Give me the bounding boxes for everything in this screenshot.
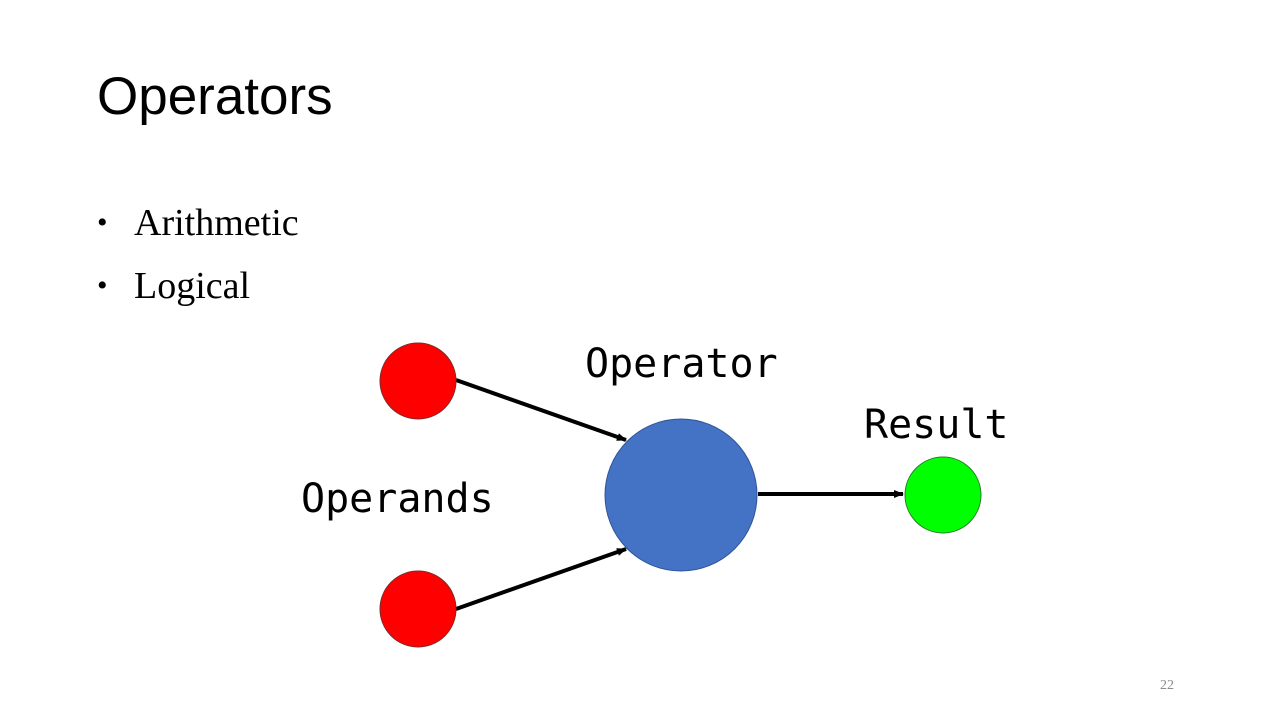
slide-title: Operators bbox=[97, 67, 333, 126]
operand-top-node bbox=[379, 342, 457, 420]
bullet-text: Logical bbox=[134, 265, 251, 307]
page-number: 22 bbox=[1160, 678, 1174, 693]
bullet-text: Arithmetic bbox=[134, 202, 299, 244]
operand-bottom-arrow bbox=[455, 547, 627, 611]
operand-bottom-node bbox=[379, 570, 457, 648]
bullet-dot-icon: • bbox=[97, 206, 108, 239]
result-node bbox=[904, 456, 982, 534]
operand-top-arrow bbox=[455, 378, 627, 442]
operands-label: Operands bbox=[301, 476, 494, 522]
bullet-dot-icon: • bbox=[97, 269, 108, 302]
result-label: Result bbox=[864, 402, 1009, 448]
bullet-item: • Logical bbox=[97, 263, 299, 326]
bullet-list: • Arithmetic • Logical bbox=[97, 200, 299, 326]
bullet-item: • Arithmetic bbox=[97, 200, 299, 263]
operator-label: Operator bbox=[585, 341, 778, 387]
operator-node bbox=[604, 418, 758, 572]
